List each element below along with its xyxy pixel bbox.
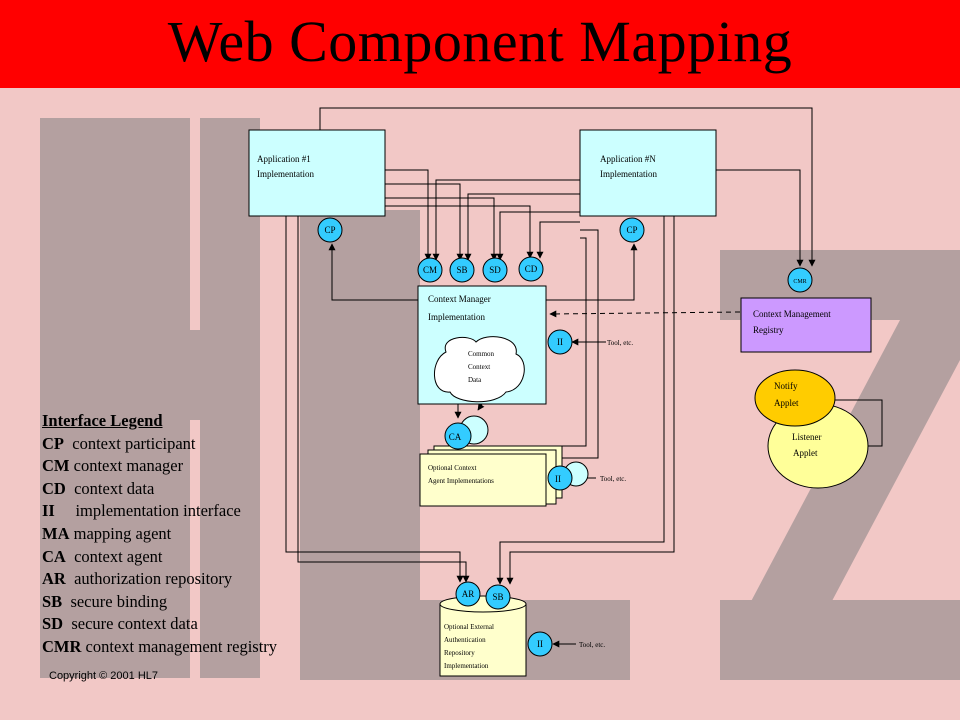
svg-text:SB: SB [456, 265, 467, 275]
notify-sublabel: Applet [774, 398, 799, 408]
ccd-line-2: Context [468, 363, 490, 371]
auth-line-1: Optional External [444, 623, 494, 631]
svg-text:CP: CP [626, 225, 637, 235]
sb-circle-auth: SB [485, 584, 511, 610]
application-1-sublabel: Implementation [257, 169, 314, 179]
legend-item-ca: CA context agent [42, 546, 163, 566]
connectors [285, 107, 883, 648]
legend-item-ma: MA mapping agent [42, 523, 172, 543]
tool-label-auth: Tool, etc. [579, 641, 605, 649]
optional-context-agent-box: Optional Context Agent Implementations [419, 445, 563, 507]
svg-text:CMR: CMR [793, 279, 806, 285]
context-management-registry-box: Context Management Registry [740, 297, 872, 353]
tool-label-cm: Tool, etc. [607, 339, 633, 347]
listener-label: Listener [792, 432, 822, 442]
notify-applet: Notify Applet [754, 369, 836, 427]
svg-text:CD: CD [525, 264, 538, 274]
ii-circle-auth: II [527, 631, 553, 657]
cd-circle: CD [518, 256, 544, 282]
notify-label: Notify [774, 381, 798, 391]
application-n-box: Application #N Implementation [579, 129, 717, 217]
interface-circles: CP CP CM SB SD CD CMR II CA II AR SB II [317, 217, 813, 657]
sb-circle: SB [449, 257, 475, 283]
svg-text:CA: CA [449, 432, 462, 442]
ii-circle-cm: II [547, 329, 573, 355]
application-1-label: Application #1 [257, 154, 311, 164]
application-n-label: Application #N [600, 154, 656, 164]
legend-heading: Interface Legend [42, 411, 163, 430]
context-manager-sublabel: Implementation [428, 312, 485, 322]
cm-circle: CM [417, 257, 443, 283]
common-context-data-cloud [434, 336, 525, 403]
ii-circle-agent: II [547, 461, 589, 491]
listener-sublabel: Applet [793, 448, 818, 458]
svg-text:SB: SB [492, 592, 503, 602]
svg-text:CM: CM [423, 265, 437, 275]
auth-repository-cylinder: Optional External Authentication Reposit… [439, 595, 527, 677]
legend-item-cmr: CMR context management registry [42, 636, 278, 656]
sd-circle: SD [482, 257, 508, 283]
svg-text:CP: CP [324, 225, 335, 235]
agent-label: Optional Context [428, 464, 476, 472]
svg-text:AR: AR [462, 589, 475, 599]
cmr-circle: CMR [787, 267, 813, 293]
interface-legend: Interface Legend CP context participant … [42, 410, 277, 659]
cp-circle-appn: CP [619, 217, 645, 243]
legend-item-ii: II implementation interface [42, 501, 241, 521]
legend-item-cp: CP context participant [42, 433, 196, 453]
legend-item-sd: SD secure context data [42, 614, 198, 634]
svg-text:II: II [557, 337, 563, 347]
copyright-notice: Copyright © 2001 HL7 [49, 670, 159, 682]
legend-item-sb: SB secure binding [42, 591, 168, 611]
cp-circle-app1: CP [317, 217, 343, 243]
application-n-sublabel: Implementation [600, 169, 657, 179]
legend-item-cm: CM context manager [42, 456, 184, 476]
svg-text:SD: SD [489, 265, 501, 275]
auth-line-4: Implementation [444, 662, 489, 670]
ccd-line-3: Data [468, 376, 482, 384]
ca-circle: CA [444, 415, 489, 450]
tool-label-agent: Tool, etc. [600, 475, 626, 483]
auth-line-3: Repository [444, 649, 475, 657]
legend-item-ar: AR authorization repository [42, 569, 233, 589]
auth-line-2: Authentication [444, 636, 486, 644]
ccd-line-1: Common [468, 350, 495, 358]
ar-circle: AR [455, 581, 481, 607]
svg-text:II: II [537, 639, 543, 649]
svg-text:II: II [555, 474, 561, 484]
application-1-box: Application #1 Implementation [248, 129, 386, 217]
context-manager-label: Context Manager [428, 294, 491, 304]
context-manager-box: Context Manager Implementation Common Co… [417, 285, 547, 405]
title-bar [0, 0, 960, 88]
slide-title: Web Component Mapping [167, 9, 793, 74]
agent-sublabel: Agent Implementations [428, 477, 494, 485]
legend-item-cd: CD context data [42, 478, 155, 498]
cmr-box-sublabel: Registry [753, 325, 784, 335]
cmr-box-label: Context Management [753, 309, 831, 319]
